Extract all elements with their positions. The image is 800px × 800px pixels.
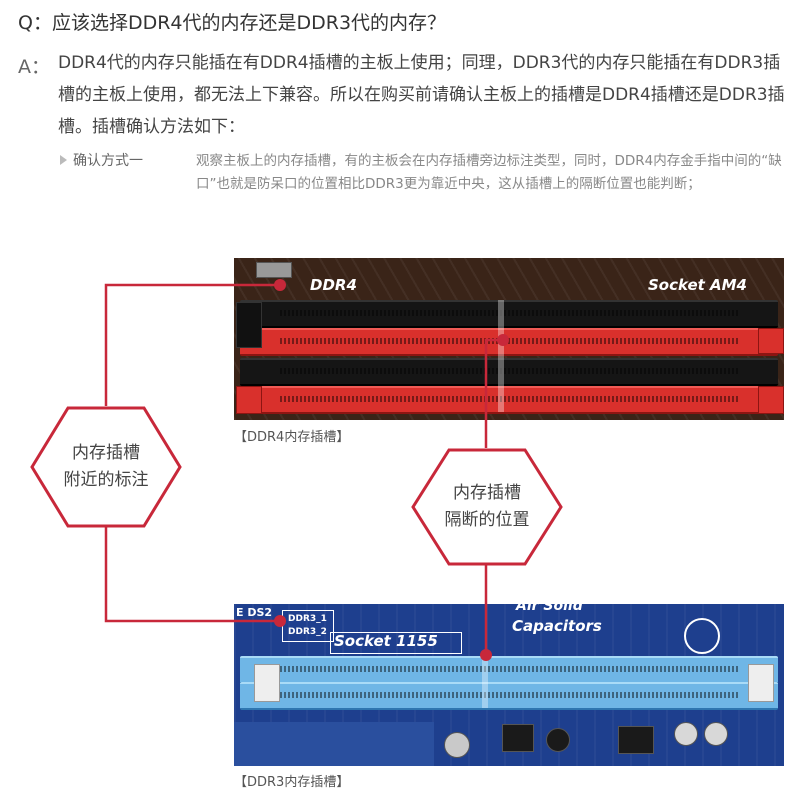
right-callout-line-top	[484, 338, 503, 448]
pb-free-logo	[684, 618, 720, 654]
socket-am4-label: Socket AM4	[648, 276, 747, 294]
air-solid-label: Air Solid	[516, 604, 583, 614]
answer-label: A：	[18, 56, 50, 78]
method-description: 观察主板上的内存插槽，有的主板会在内存插槽旁边标注类型，同时，DDR4内存金手指…	[196, 153, 782, 192]
triangle-right-icon	[60, 155, 67, 165]
ddr3-divider-marker	[480, 649, 492, 661]
left-callout-line1: 内存插槽	[72, 443, 140, 463]
question: Q：应该选择DDR4代的内存还是DDR3代的内存？	[18, 12, 447, 34]
answer-text: DDR4代的内存只能插在有DDR4插槽的主板上使用；同理，DDR3代的内存只能插…	[58, 53, 785, 137]
ddr4-slot-1	[240, 300, 778, 328]
ddr4-slot-divider	[498, 300, 504, 412]
ddr4-divider-marker	[497, 334, 509, 346]
ddr4-slot-2	[240, 328, 778, 356]
capacitors-label: Capacitors	[512, 617, 602, 635]
ddr4-slot-4	[240, 386, 778, 414]
ddr3-slot-label-1: DDR3_1	[288, 614, 327, 624]
left-callout-hexagon	[30, 406, 182, 528]
ddr3-label-marker	[274, 615, 286, 627]
ddr4-label-marker	[274, 279, 286, 291]
right-callout-line2: 隔断的位置	[444, 510, 530, 530]
left-callout-text: 内存插槽 附近的标注	[30, 440, 182, 494]
ddr4-board-label: DDR4	[310, 276, 357, 294]
ddr4-slot-3	[240, 358, 778, 386]
right-callout-text: 内存插槽 隔断的位置	[411, 480, 563, 534]
socket-1155-label: Socket 1155	[334, 632, 438, 650]
ddr3-caption: 【DDR3内存插槽】	[234, 775, 350, 790]
ddr3-motherboard-image: E DS2 Air Solid Capacitors DDR3_1 DDR3_2…	[234, 604, 784, 766]
ddr3-edge-label: E DS2	[236, 606, 273, 619]
method-title: 确认方式一	[73, 153, 143, 169]
right-callout-hexagon	[411, 448, 563, 566]
right-callout-line1: 内存插槽	[453, 483, 521, 503]
ddr4-caption: 【DDR4内存插槽】	[234, 430, 350, 445]
ddr3-slot-divider	[482, 656, 488, 708]
left-callout-line-top	[104, 283, 278, 406]
ddr4-motherboard-image: DDR4 Socket AM4	[234, 258, 784, 420]
left-callout-line2: 附近的标注	[63, 470, 149, 490]
left-callout-line-bottom	[104, 525, 278, 623]
ddr3-slot-label-2: DDR3_2	[288, 627, 327, 637]
ddr3-slot-2	[240, 682, 778, 710]
